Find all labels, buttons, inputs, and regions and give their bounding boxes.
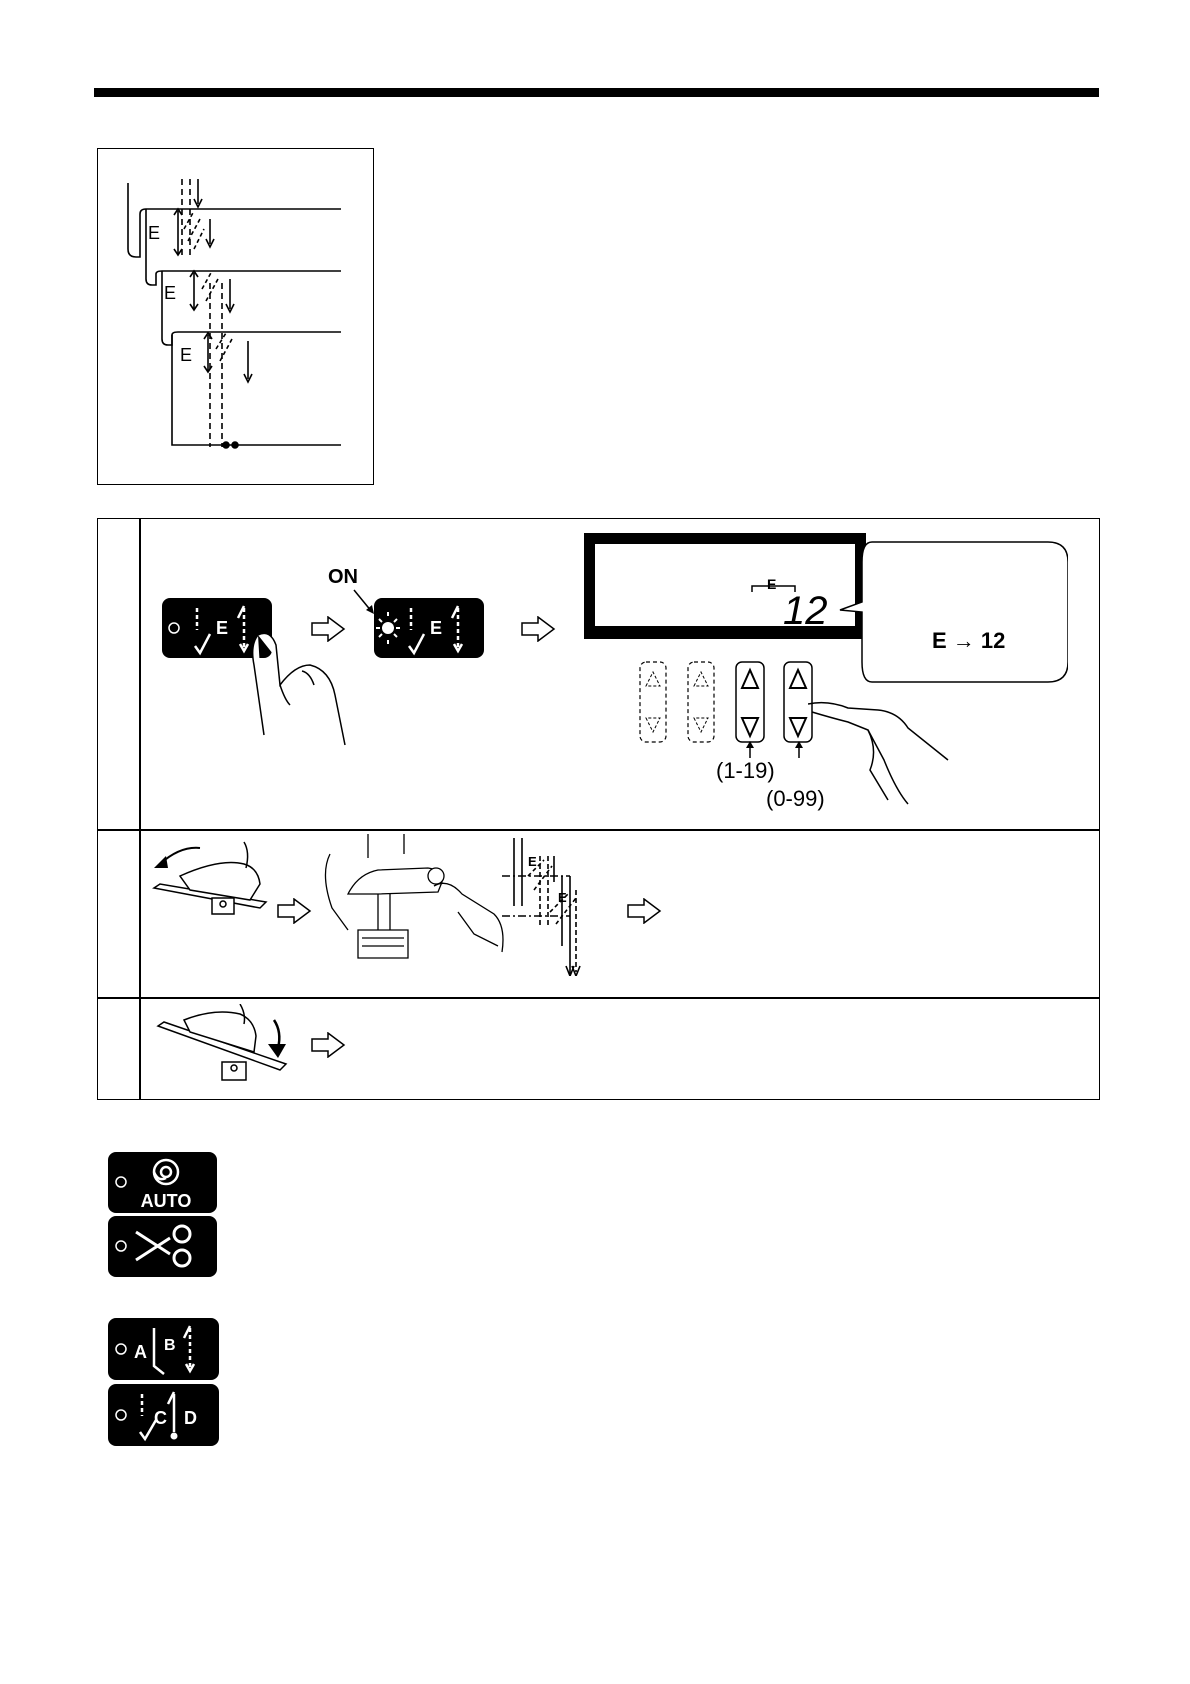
lcd-display: E 12 xyxy=(584,533,866,639)
pedal-press-forward-illustration xyxy=(150,838,280,916)
stitch-diagram-box: E E E xyxy=(97,148,374,485)
auto-label: AUTO xyxy=(141,1191,192,1211)
arrow-right-icon xyxy=(276,898,312,924)
indicator-led xyxy=(116,1410,126,1420)
callout-bubble xyxy=(838,540,1068,690)
diagram-e-label-2: E xyxy=(164,283,176,303)
arrow-right-icon xyxy=(520,616,556,642)
up-key-1-19[interactable] xyxy=(736,662,764,702)
auto-icon xyxy=(154,1160,178,1184)
arrow-right-icon xyxy=(310,1032,346,1058)
lcd-e-label: E xyxy=(767,576,776,592)
range-pointer xyxy=(745,740,805,760)
arrow-right-icon xyxy=(626,898,662,924)
lit-indicator-led xyxy=(382,622,394,634)
hand-pressing-illustration xyxy=(240,625,370,750)
step2-e-label-2: E xyxy=(558,890,567,905)
top-rule xyxy=(94,88,1099,97)
step-number-column-divider xyxy=(139,519,141,1099)
down-key-1-19[interactable] xyxy=(736,702,764,742)
on-label: ON xyxy=(328,566,358,589)
label-c: C xyxy=(154,1408,167,1428)
auto-button[interactable]: AUTO xyxy=(108,1152,217,1213)
thread-trimmer-button[interactable] xyxy=(108,1216,217,1277)
arrow-right-icon xyxy=(310,616,346,642)
stitch-diagram: E E E xyxy=(98,149,375,486)
label-d: D xyxy=(184,1408,197,1428)
e-letter: E xyxy=(216,618,228,638)
e-letter: E xyxy=(430,618,442,638)
diagram-e-label-3: E xyxy=(180,345,192,365)
reverse-stitch-diagram: E E xyxy=(500,836,620,976)
up-key-0-99[interactable] xyxy=(784,662,812,702)
diagram-e-label-1: E xyxy=(148,223,160,243)
label-b: B xyxy=(164,1337,176,1354)
hand-pressing-key-illustration xyxy=(808,700,968,810)
row-divider xyxy=(98,829,1099,831)
sewing-machine-head-illustration xyxy=(318,834,514,966)
indicator-led xyxy=(116,1177,126,1187)
indicator-led xyxy=(169,623,179,633)
lcd-screen: E 12 xyxy=(595,544,855,626)
reverse-stitch-e-button-on[interactable]: E xyxy=(374,598,484,658)
pedal-press-back-illustration xyxy=(154,1004,294,1082)
row-divider xyxy=(98,997,1099,999)
step2-e-label-1: E xyxy=(528,854,537,869)
range-label-1-19: (1-19) xyxy=(716,758,775,784)
label-a: A xyxy=(134,1342,147,1362)
start-backtack-ab-button[interactable]: A B xyxy=(108,1318,219,1380)
end-backtack-cd-button[interactable]: C D xyxy=(108,1384,219,1446)
indicator-led xyxy=(116,1344,126,1354)
callout-text: E → 12 xyxy=(932,628,1005,654)
lcd-value: 12 xyxy=(783,589,828,626)
scissors-icon xyxy=(136,1226,190,1266)
indicator-led xyxy=(116,1241,126,1251)
range-label-0-99: (0-99) xyxy=(766,786,825,812)
